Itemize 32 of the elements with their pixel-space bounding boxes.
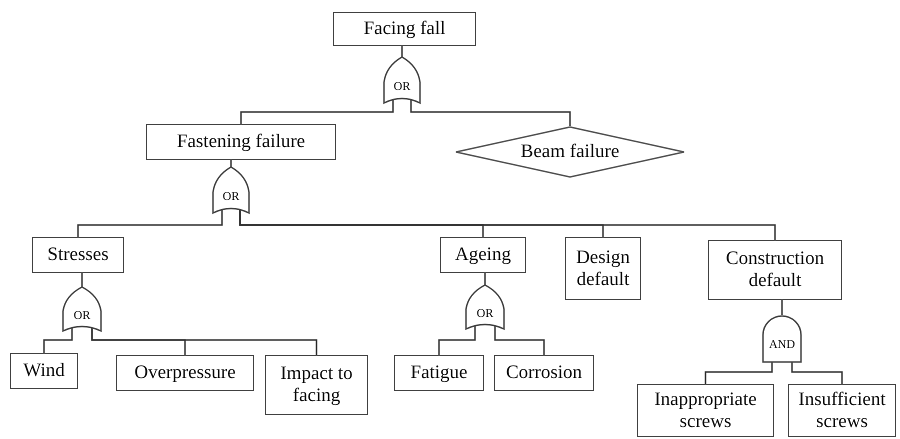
event-box: Impact to facing	[265, 355, 368, 415]
event-box: Construction default	[708, 240, 842, 300]
event-box: Insufficient screws	[788, 384, 896, 437]
gate-label: AND	[769, 337, 795, 352]
connector-line	[239, 209, 776, 240]
connector-line	[81, 273, 83, 287]
event-box: Inappropriate screws	[637, 384, 774, 437]
gate-label: OR	[74, 308, 90, 322]
event-box: Fatigue	[394, 355, 484, 391]
connector-line	[230, 160, 232, 167]
event-box: Stresses	[32, 237, 124, 273]
event-label: Beam failure	[520, 141, 620, 163]
connector-line	[494, 325, 545, 355]
event-box: Overpressure	[116, 355, 254, 391]
connector-line	[91, 327, 318, 355]
connector-line	[401, 46, 403, 57]
connector-line	[43, 327, 73, 353]
connector-line	[240, 99, 394, 124]
event-box: Design default	[565, 237, 641, 300]
event-box: Ageing	[440, 237, 526, 273]
gate-label: OR	[222, 188, 240, 204]
connector-line	[410, 99, 571, 126]
event-box: Fastening failure	[146, 124, 336, 160]
event-box: Corrosion	[494, 355, 594, 391]
connector-line	[438, 325, 476, 355]
event-box: Facing fall	[333, 12, 476, 46]
connector-line	[77, 209, 223, 237]
connector-line	[484, 273, 486, 285]
gate-label: OR	[394, 78, 410, 94]
gate-label: OR	[476, 306, 494, 320]
connector-line	[781, 300, 783, 315]
event-box: Wind	[10, 353, 78, 389]
